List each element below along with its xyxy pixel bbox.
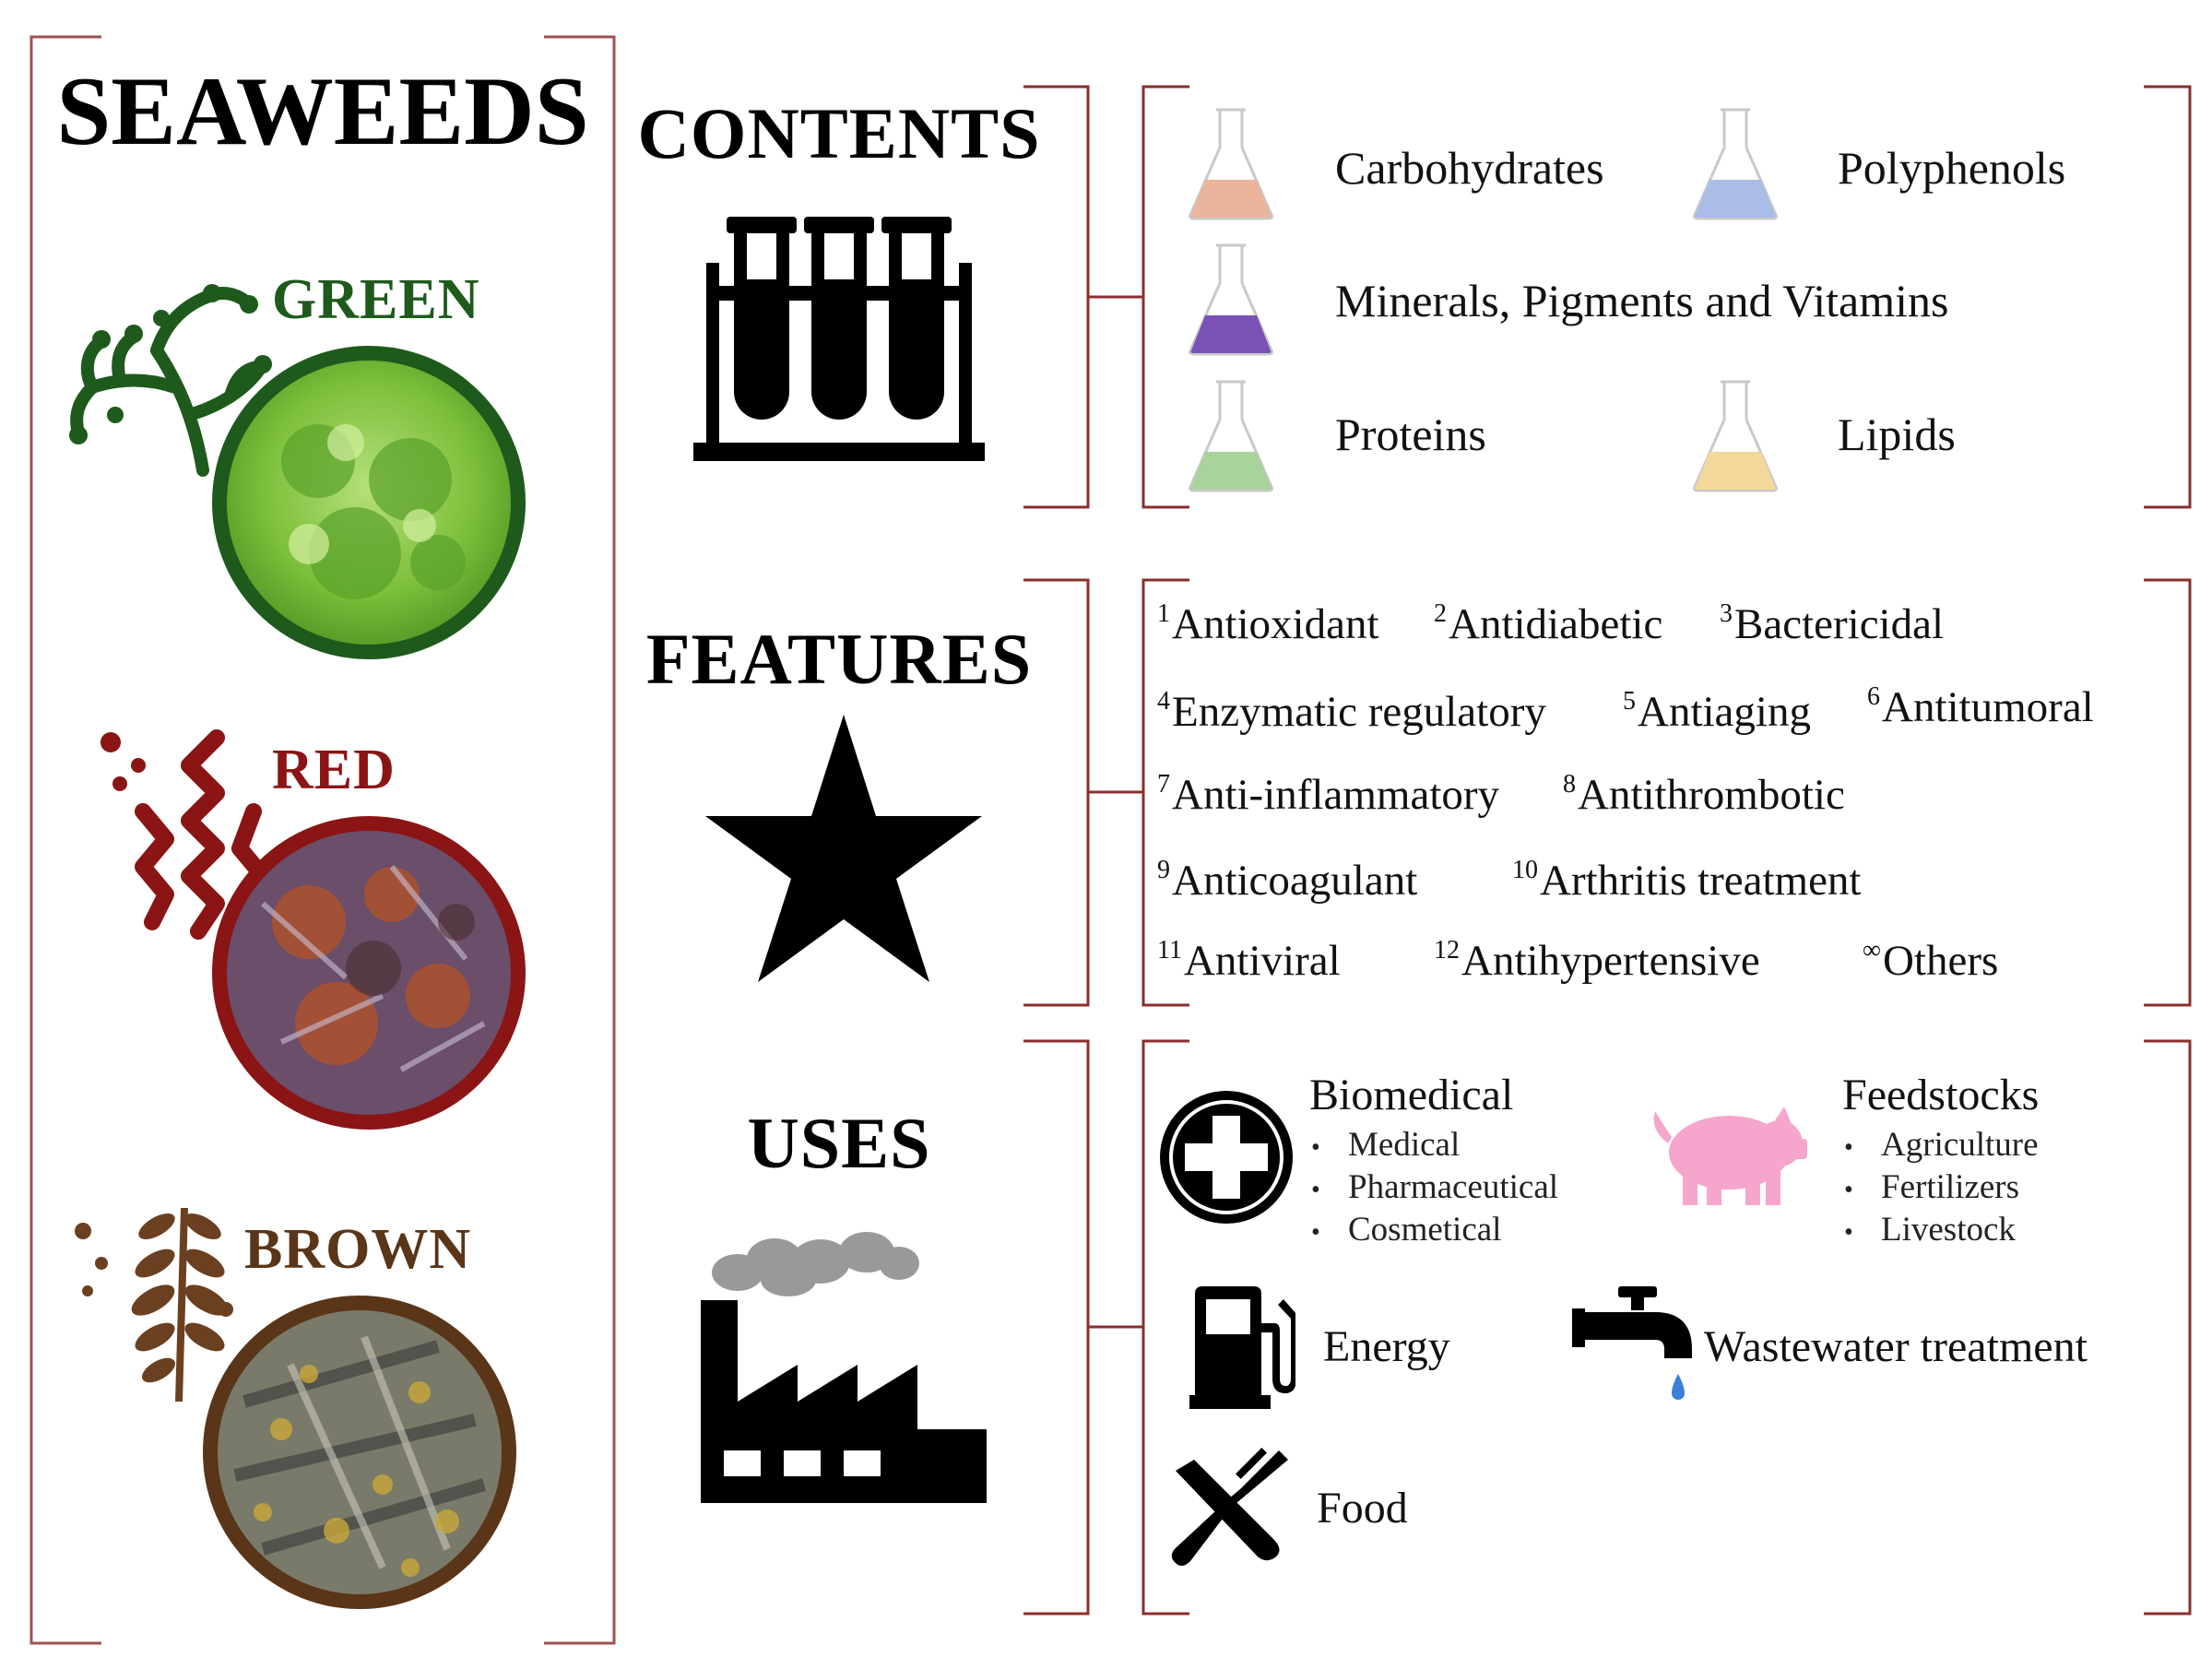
contents-bracket	[1023, 85, 2192, 509]
pig-icon	[1653, 1107, 1807, 1205]
features-title: FEATURES	[645, 619, 1033, 699]
feature-antihypertensive: 12Antihypertensive	[1434, 936, 1760, 985]
brown-seaweed-icon	[75, 1208, 233, 1402]
contents-title: CONTENTS	[637, 93, 1041, 173]
feature-others: ∞Others	[1863, 936, 1999, 985]
brown-seaweed-photo	[203, 1296, 516, 1609]
flask-proteins-icon	[1189, 380, 1273, 492]
fuel-pump-icon	[1189, 1286, 1295, 1409]
flask-lipids-icon	[1693, 380, 1778, 492]
content-carbohydrates: Carbohydrates	[1335, 142, 1604, 194]
list-item: Medical	[1311, 1125, 1558, 1167]
list-item: Livestock	[1844, 1210, 2039, 1252]
use-wastewater-treatment: Wastewater treatment	[1704, 1322, 2088, 1371]
feature-antithrombotic: 8Antithrombotic	[1563, 770, 1845, 819]
content-minerals: Minerals, Pigments and Vitamins	[1335, 275, 1949, 326]
use-energy: Energy	[1323, 1322, 1450, 1371]
flask-polyphenols-icon	[1693, 108, 1778, 220]
brown-label: BROWN	[244, 1218, 472, 1281]
green-label: GREEN	[272, 268, 480, 331]
uses-bracket	[1023, 1039, 2192, 1616]
list-item: Fertilizers	[1844, 1167, 2039, 1210]
feature-bactericidal: 3Bactericidal	[1720, 599, 1945, 648]
test-tubes-icon	[693, 217, 985, 461]
list-item: Agriculture	[1844, 1125, 2039, 1167]
green-seaweed-icon	[69, 284, 272, 477]
seaweeds-panel-border	[30, 35, 616, 1645]
star-icon	[705, 715, 982, 982]
content-polyphenols: Polyphenols	[1838, 142, 2066, 194]
content-proteins: Proteins	[1335, 408, 1486, 460]
use-feedstocks-title: Feedstocks	[1842, 1071, 2040, 1119]
medical-cross-icon	[1160, 1091, 1293, 1224]
biomedical-list: Medical Pharmaceutical Cosmetical	[1311, 1125, 1558, 1252]
feature-anticoagulant: 9Anticoagulant	[1157, 856, 1418, 905]
water-faucet-icon	[1572, 1286, 1692, 1400]
feature-antioxidant: 1Antioxidant	[1157, 599, 1379, 648]
use-food: Food	[1317, 1484, 1408, 1533]
list-item: Cosmetical	[1311, 1210, 1558, 1252]
uses-title: USES	[747, 1103, 931, 1183]
seaweeds-title: SEAWEEDS	[56, 57, 589, 165]
red-seaweed-photo	[212, 816, 526, 1130]
feature-anti-inflammatory: 7Anti-inflammatory	[1157, 770, 1500, 819]
list-item: Pharmaceutical	[1311, 1167, 1558, 1210]
feature-antitumoral: 6Antitumoral	[1867, 682, 2094, 731]
factory-icon	[701, 1232, 987, 1503]
feature-arthritis-treatment: 10Arthritis treatment	[1512, 856, 1862, 905]
green-seaweed-photo	[212, 346, 526, 659]
feature-antidiabetic: 2Antidiabetic	[1434, 599, 1663, 648]
features-bracket	[1023, 578, 2192, 1007]
flask-carbohydrates-icon	[1189, 108, 1273, 220]
flask-minerals-icon	[1189, 243, 1273, 356]
feature-antiaging: 5Antiaging	[1623, 687, 1811, 736]
content-lipids: Lipids	[1838, 408, 1956, 460]
feature-enzymatic-regulatory: 4Enzymatic regulatory	[1157, 687, 1546, 736]
feature-antiviral: 11Antiviral	[1157, 936, 1341, 985]
feedstocks-list: Agriculture Fertilizers Livestock	[1844, 1125, 2039, 1252]
use-biomedical-title: Biomedical	[1309, 1071, 1514, 1119]
fork-knife-icon	[1171, 1448, 1288, 1566]
red-label: RED	[272, 739, 396, 801]
